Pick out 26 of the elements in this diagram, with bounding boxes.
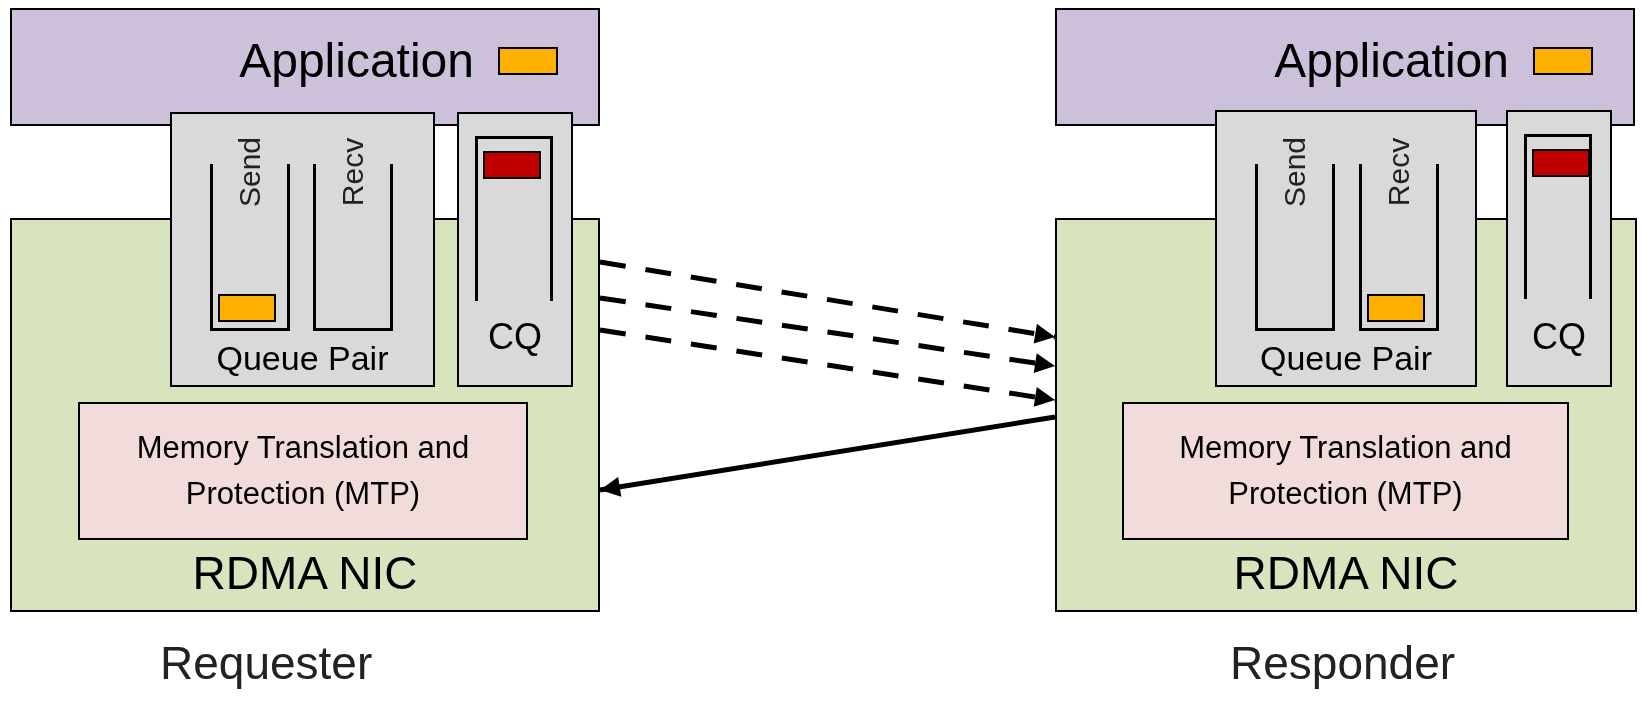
arrow: [599, 414, 1056, 497]
queue-label: Recv: [1384, 137, 1414, 207]
mtp-box: [1122, 402, 1569, 540]
arrow: [599, 259, 1056, 344]
completion-queue-box: [457, 112, 573, 387]
arrow: [599, 327, 1056, 407]
queue-pair-label: Queue Pair: [1260, 341, 1432, 375]
layer-title: Application: [239, 37, 474, 85]
queue-pair-box: [170, 112, 435, 387]
cq-label: CQ: [1532, 319, 1586, 355]
nic-label: RDMA NIC: [1233, 550, 1459, 596]
mtp-label: Memory Translation and Protection (MTP): [1178, 428, 1513, 513]
queue-label: Send: [1280, 136, 1310, 208]
layer-title: Application: [1274, 37, 1509, 85]
queue-label: Send: [235, 136, 265, 208]
completion-queue-box: [1506, 110, 1612, 387]
arrow: [599, 295, 1056, 373]
queue-label: Recv: [338, 137, 368, 207]
queue-pair-box: [1215, 110, 1477, 387]
queue-pair-label: Queue Pair: [216, 341, 389, 375]
mtp-box: [78, 402, 528, 540]
cq-label: CQ: [488, 319, 542, 355]
mtp-label: Memory Translation and Protection (MTP): [135, 428, 471, 513]
application-layer: [1055, 8, 1635, 126]
application-layer: [10, 8, 600, 126]
nic-label: RDMA NIC: [192, 550, 418, 596]
